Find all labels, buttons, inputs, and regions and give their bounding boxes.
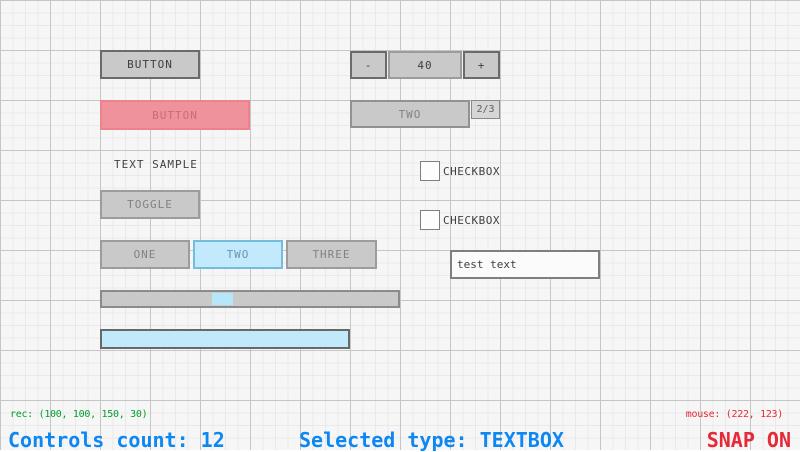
slider-handle[interactable]	[212, 293, 233, 305]
progress-bar[interactable]	[100, 329, 350, 349]
toggle-option-three[interactable]: THREE	[286, 240, 377, 269]
toggle-option-one[interactable]: ONE	[100, 240, 190, 269]
spinner-value[interactable]: 40	[388, 51, 462, 79]
checkbox-label: CHECKBOX	[443, 214, 500, 227]
checkbox[interactable]	[420, 161, 440, 181]
checkbox-label: CHECKBOX	[443, 165, 500, 178]
spinner-decrement-button[interactable]: -	[350, 51, 387, 79]
toggle-button[interactable]: TOGGLE	[100, 190, 200, 219]
combo-box[interactable]: TWO	[350, 100, 470, 128]
button[interactable]: BUTTON	[100, 50, 200, 79]
text-sample-label: TEXT SAMPLE	[114, 157, 198, 171]
controls-count-status: Controls count: 12	[8, 428, 225, 452]
text-input[interactable]	[450, 250, 600, 279]
mouse-coordinates-status: mouse: (222, 123)	[685, 409, 784, 420]
slider[interactable]	[100, 290, 400, 308]
spinner-increment-button[interactable]: +	[463, 51, 500, 79]
button-highlighted[interactable]: BUTTON	[100, 100, 250, 130]
snap-mode-status: SNAP ON	[706, 428, 791, 452]
rec-coordinates-status: rec: (100, 100, 150, 30)	[10, 409, 148, 420]
checkbox[interactable]	[420, 210, 440, 230]
toggle-option-two-selected[interactable]: TWO	[193, 240, 283, 269]
selected-type-status: Selected type: TEXTBOX	[299, 428, 564, 452]
combo-box-counter[interactable]: 2/3	[471, 100, 500, 119]
